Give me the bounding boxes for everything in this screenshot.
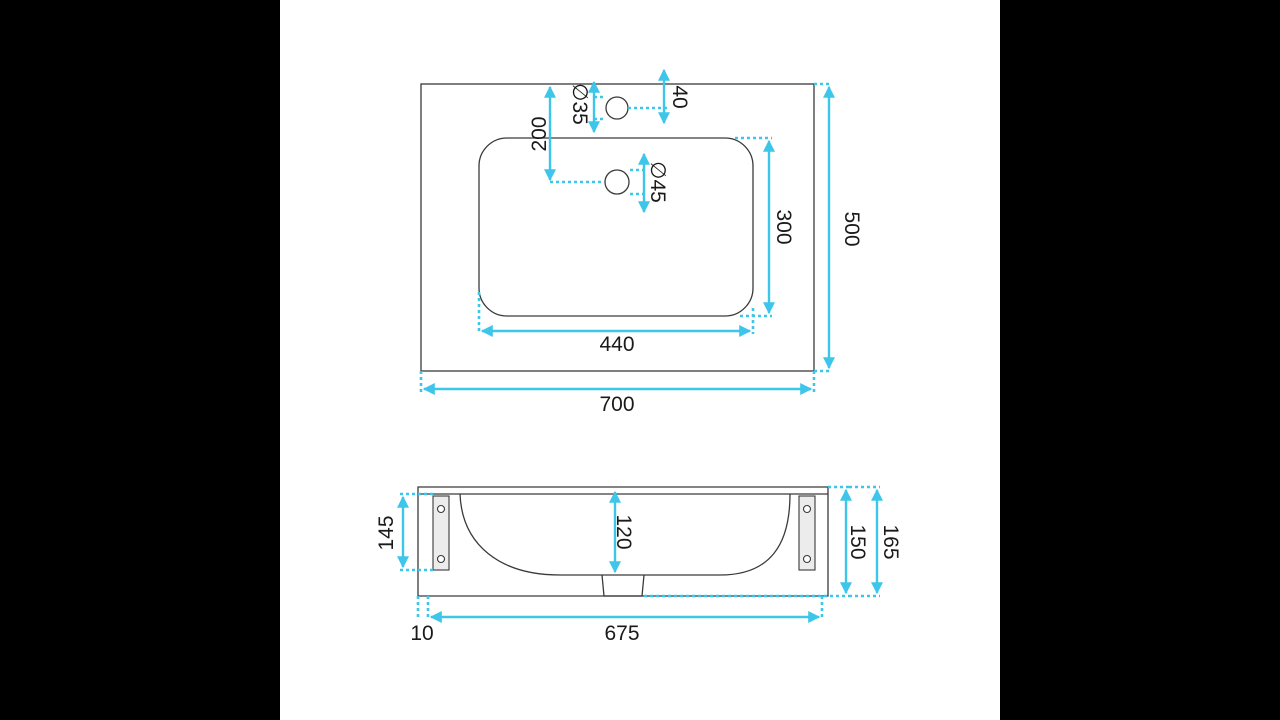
dimension-165: [849, 485, 883, 598]
label-tap-hole-offset: 40: [668, 85, 691, 108]
dimension-10: [416, 596, 430, 620]
side-view: 145 120 150 165 10: [375, 485, 902, 645]
dimension-440: [477, 292, 755, 337]
drawing-sheet: [280, 0, 1000, 720]
label-edge-offset: 10: [410, 622, 433, 645]
basin-profile: [459, 493, 791, 576]
dimension-500: [814, 82, 835, 373]
label-basin-depth-side: 120: [612, 514, 635, 549]
label-drain-offset: 200: [528, 116, 551, 151]
mounting-bracket-left: [432, 495, 450, 571]
label-bracket-span: 675: [604, 622, 639, 645]
dimension-145: [397, 492, 433, 572]
label-inner-height: 150: [846, 524, 869, 559]
dimension-700: [419, 371, 816, 395]
label-basin-depth: 300: [772, 209, 795, 244]
label-bracket-height: 145: [375, 515, 398, 550]
dimension-675: [429, 596, 824, 623]
tap-hole: [605, 96, 629, 120]
basin-outline: [478, 137, 754, 317]
dimension-200: [544, 85, 604, 184]
drain-hole: [604, 169, 630, 195]
drain-stub: [601, 574, 645, 597]
label-overall-width: 700: [599, 393, 634, 416]
top-view: 700 500 440 300: [419, 68, 863, 416]
dimension-drain-diameter: [630, 152, 650, 214]
label-drain-diameter: ∅45: [646, 161, 669, 203]
countertop-side-outline: [417, 486, 829, 597]
label-overall-depth: 500: [840, 211, 863, 246]
dimension-300: [735, 136, 775, 318]
label-basin-width: 440: [599, 333, 634, 356]
dimension-150: [644, 485, 852, 598]
label-overall-height: 165: [879, 524, 902, 559]
countertop-outline: [420, 83, 815, 372]
mounting-bracket-right: [798, 495, 816, 571]
dimension-40: [628, 68, 670, 125]
label-tap-hole-diameter: ∅35: [568, 83, 591, 125]
dimension-tap-diameter: [588, 80, 606, 134]
